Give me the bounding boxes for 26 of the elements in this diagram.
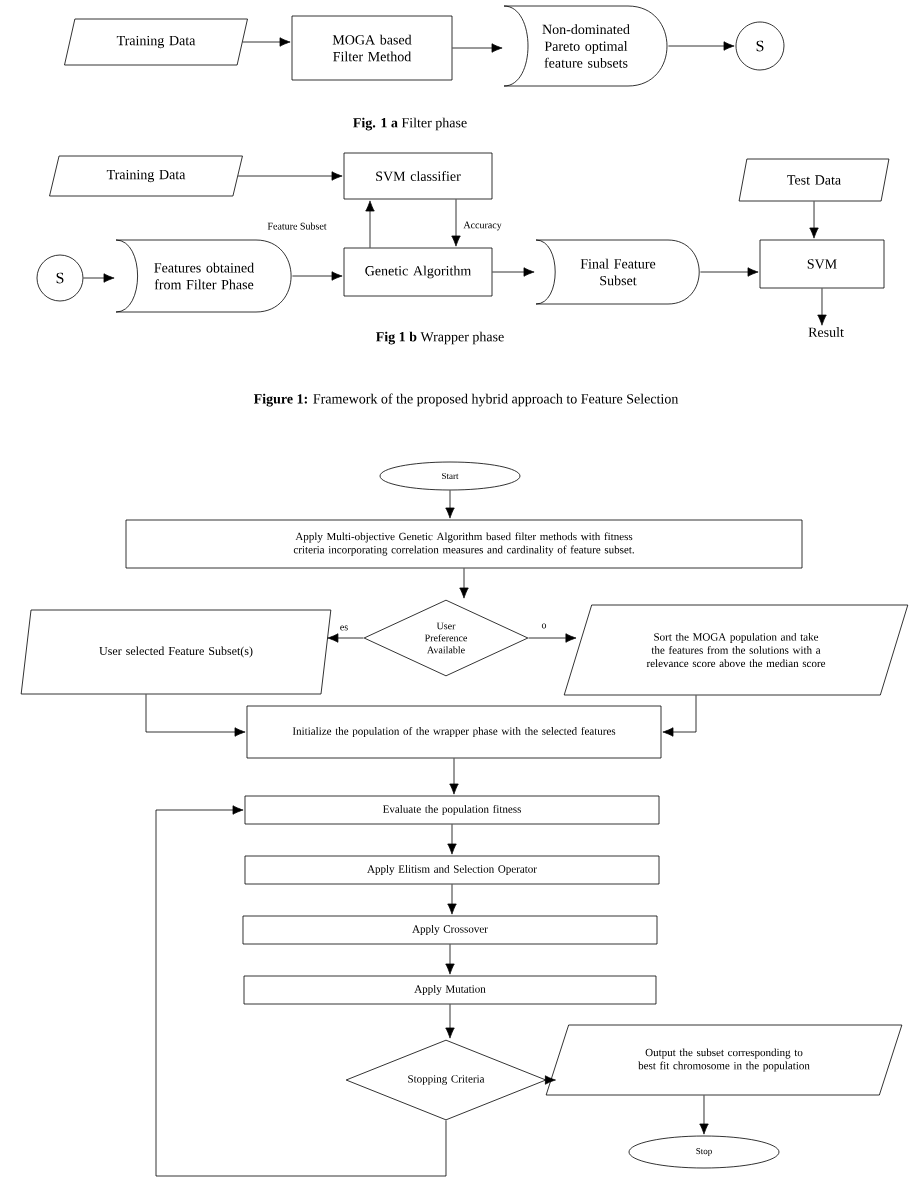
arrow [83, 273, 115, 283]
arrow [545, 1075, 556, 1085]
arrow [452, 43, 503, 53]
arrow [365, 200, 375, 248]
arrow [528, 633, 577, 643]
arrow [699, 1095, 709, 1135]
arrow [492, 267, 535, 277]
arrow [700, 267, 759, 277]
arrow [447, 824, 457, 855]
arrow [449, 758, 459, 795]
arrow [447, 884, 457, 915]
arrow [445, 944, 455, 975]
arrow [668, 41, 735, 51]
arrow [327, 633, 364, 643]
arrow [459, 568, 469, 599]
arrow [155, 805, 447, 1177]
arrow [451, 199, 461, 247]
arrow [242, 37, 291, 47]
arrow [145, 694, 246, 737]
arrow [445, 490, 455, 519]
arrow [445, 1004, 455, 1039]
arrow [292, 271, 343, 281]
arrow [662, 695, 697, 737]
arrow [817, 288, 827, 326]
arrow [237, 171, 343, 181]
arrow [809, 201, 819, 239]
